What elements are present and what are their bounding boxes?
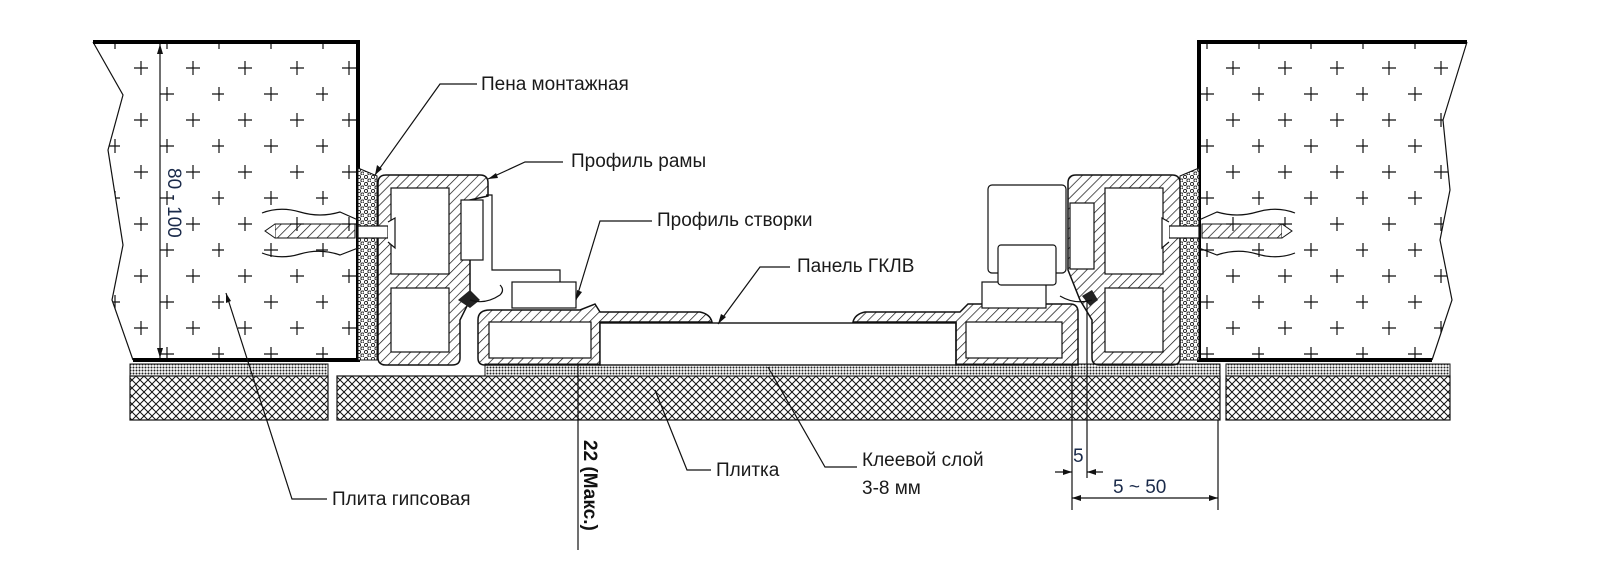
left-sash-profile <box>477 281 713 366</box>
label-adhesive: Клеевой слой <box>862 450 984 471</box>
right-sash-profile <box>852 184 1079 366</box>
right-frame-profile <box>1059 174 1181 366</box>
panel-gklv <box>599 322 957 366</box>
label-foam: Пена монтажная <box>481 74 629 95</box>
left-wall <box>92 40 360 362</box>
label-frame-profile: Профиль рамы <box>571 151 706 172</box>
right-foam <box>1179 167 1200 361</box>
label-sash-profile: Профиль створки <box>657 210 812 231</box>
dim-max-depth: 22 (Макс.) <box>579 440 600 531</box>
label-adhesive-thickness: 3-8 мм <box>862 478 921 499</box>
right-anchor <box>1161 208 1296 258</box>
label-panel: Панель ГКЛВ <box>797 256 914 277</box>
dim-offset-range: 5 ~ 50 <box>1113 477 1166 498</box>
label-tile: Плитка <box>716 460 780 481</box>
left-anchor <box>261 208 396 258</box>
floor-tiles <box>129 363 1451 421</box>
left-frame-profile <box>377 174 561 366</box>
dimension-lines <box>157 44 1219 550</box>
leader-lines <box>225 83 857 500</box>
right-wall <box>1197 40 1468 362</box>
dim-gap: 5 <box>1073 446 1084 467</box>
left-foam <box>357 167 378 361</box>
dim-wall-thickness: 80 - 100 <box>163 168 184 238</box>
label-gypsum-board: Плита гипсовая <box>332 489 471 510</box>
